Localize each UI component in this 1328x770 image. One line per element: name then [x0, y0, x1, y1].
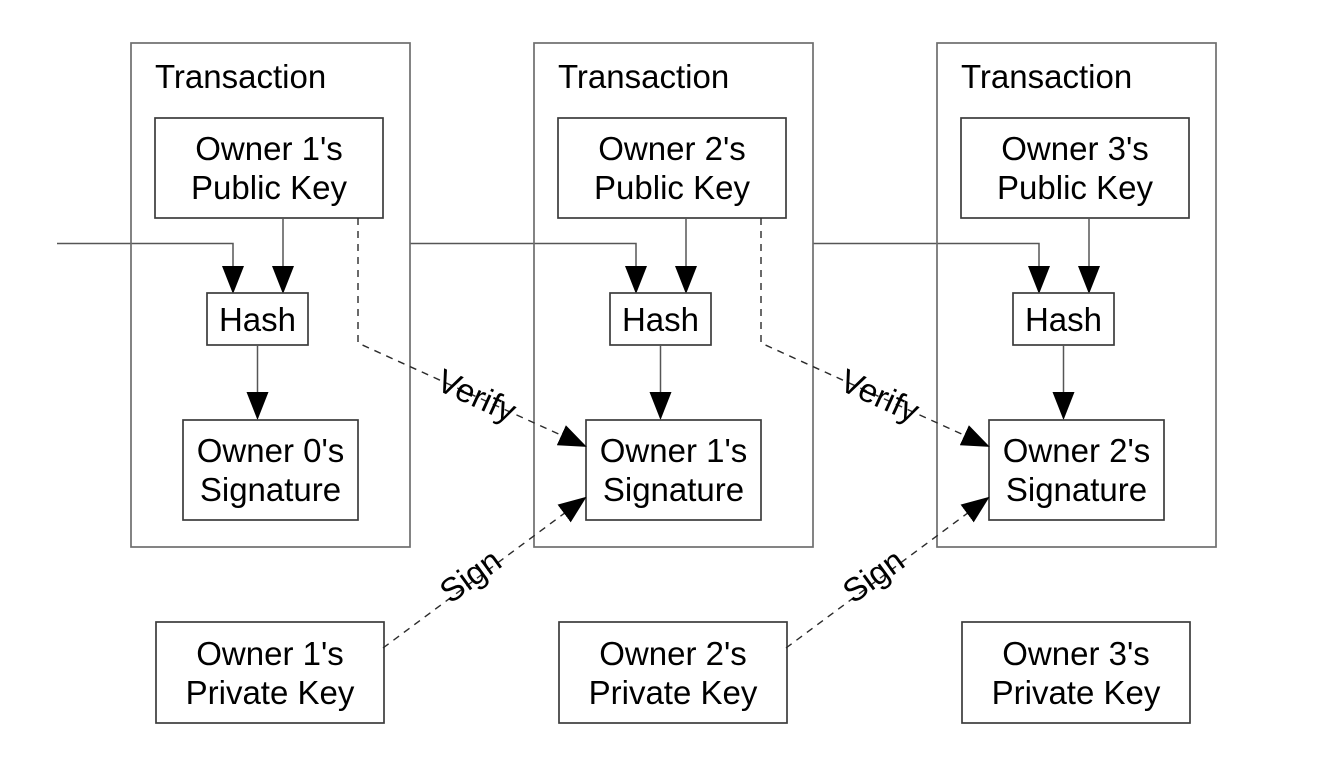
public-key-label-line1-2: Owner 2's [598, 130, 746, 167]
private-key-label-line2-3: Private Key [992, 674, 1161, 711]
signature-box-2 [585, 419, 762, 521]
signature-label-line2-1: Signature [200, 471, 341, 508]
verify-arrow-2 [760, 218, 990, 447]
private-key-label-line1-3: Owner 3's [1002, 635, 1150, 672]
signature-label-line2-3: Signature [1006, 471, 1147, 508]
transaction-group-2: Transaction Owner 2's Public Key Hash Ow… [533, 42, 814, 724]
verify-label-2: Verify [835, 362, 926, 430]
chain-line-input-arrow [57, 242, 244, 294]
transaction-group-1: Transaction Owner 1's Public Key Hash Ow… [130, 42, 411, 724]
signature-box-3 [988, 419, 1165, 521]
private-key-box-1 [155, 621, 385, 724]
hash-box-1 [206, 292, 309, 346]
chain-line-tx2-tx3-arrow [813, 242, 1050, 294]
chain-line-tx1-tx2-arrow [410, 242, 647, 294]
private-key-box-2 [558, 621, 788, 724]
transaction-title-2: Transaction [558, 58, 729, 95]
public-key-label-line1-3: Owner 3's [1001, 130, 1149, 167]
transaction-box-3 [936, 42, 1217, 548]
hash-label-2: Hash [622, 301, 699, 338]
hash-label-3: Hash [1025, 301, 1102, 338]
hash-label-1: Hash [219, 301, 296, 338]
public-key-label-line2-3: Public Key [997, 169, 1153, 206]
verify-arrow-1 [357, 218, 587, 447]
verify-label-1: Verify [432, 362, 523, 430]
private-key-label-line1-2: Owner 2's [599, 635, 747, 672]
transaction-box-1 [130, 42, 411, 548]
transaction-title-1: Transaction [155, 58, 326, 95]
private-key-label-line2-2: Private Key [589, 674, 758, 711]
transaction-title-3: Transaction [961, 58, 1132, 95]
edge-group-2: Verify Sign [760, 218, 990, 649]
sign-arrow-1 [382, 496, 587, 649]
private-key-box-3 [961, 621, 1191, 724]
signature-label-line1-3: Owner 2's [1003, 432, 1151, 469]
sign-arrow-2 [785, 496, 990, 649]
public-key-label-line1-1: Owner 1's [195, 130, 343, 167]
public-key-label-line2-1: Public Key [191, 169, 347, 206]
edge-group-1: Verify Sign [357, 218, 587, 649]
private-key-label-line1-1: Owner 1's [196, 635, 344, 672]
signature-label-line1-1: Owner 0's [197, 432, 345, 469]
public-key-box-1 [154, 117, 384, 219]
public-key-box-3 [960, 117, 1190, 219]
sign-label-2: Sign [836, 541, 911, 610]
signature-box-1 [182, 419, 359, 521]
transaction-group-3: Transaction Owner 3's Public Key Hash Ow… [936, 42, 1217, 724]
transaction-box-2 [533, 42, 814, 548]
signature-label-line2-2: Signature [603, 471, 744, 508]
signature-label-line1-2: Owner 1's [600, 432, 748, 469]
hash-box-2 [609, 292, 712, 346]
sign-label-1: Sign [433, 541, 508, 610]
public-key-label-line2-2: Public Key [594, 169, 750, 206]
public-key-box-2 [557, 117, 787, 219]
private-key-label-line2-1: Private Key [186, 674, 355, 711]
